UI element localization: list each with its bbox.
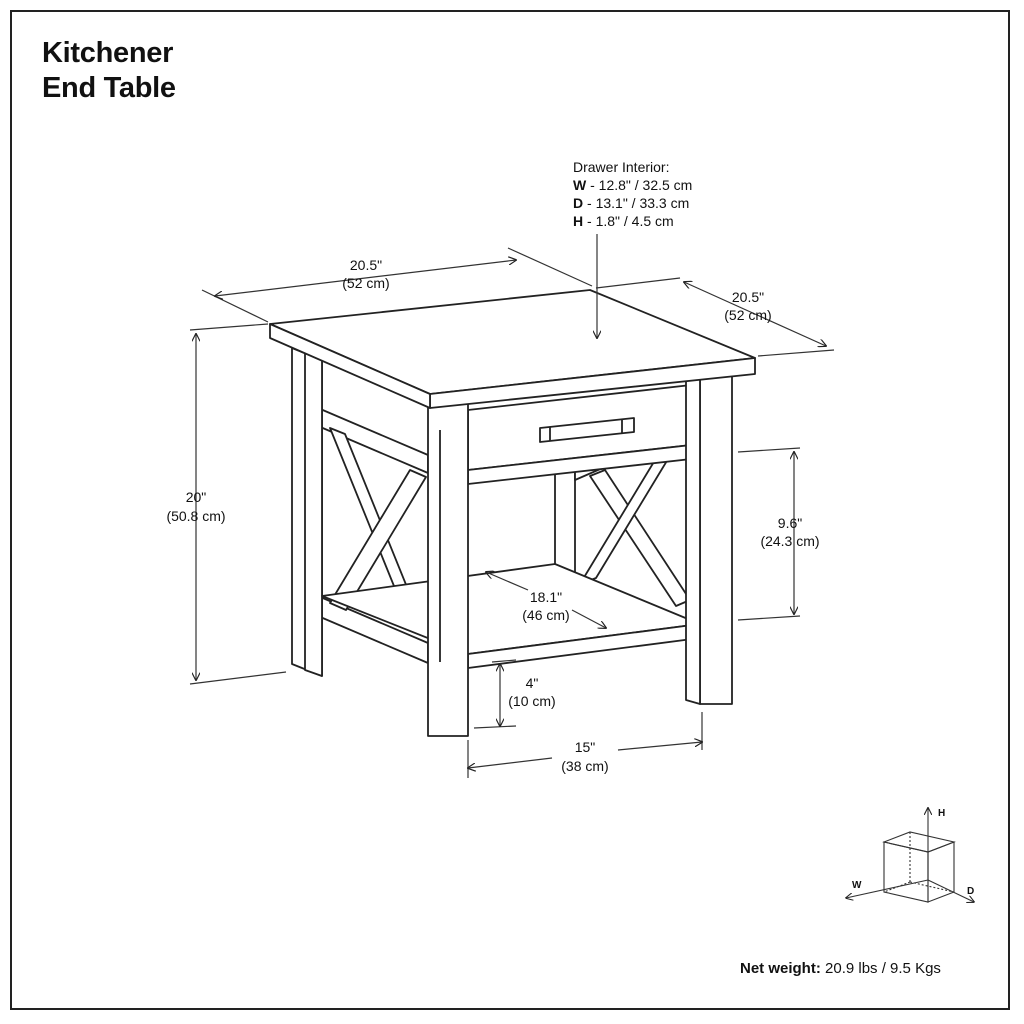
drawer-interior-w: W - 12.8" / 32.5 cm xyxy=(573,177,692,193)
depth-cm-label: (52 cm) xyxy=(724,307,771,323)
opening-ext-bottom xyxy=(737,615,801,621)
width-ext-right xyxy=(507,247,593,287)
leg-front-center xyxy=(427,403,469,737)
title-line-2: End Table xyxy=(42,72,176,104)
table-illustration xyxy=(269,289,756,737)
cube-d-axis xyxy=(927,879,974,902)
opening-ext-top xyxy=(737,447,801,453)
width-cm-label: (52 cm) xyxy=(342,275,389,291)
axis-w-label: W xyxy=(852,880,862,891)
shelf-dim-line-left xyxy=(486,572,529,591)
height-cm-label: (50.8 cm) xyxy=(166,508,225,524)
cube-side xyxy=(927,841,955,903)
span-inch-label: 15" xyxy=(575,739,596,755)
net-weight: Net weight: 20.9 lbs / 9.5 Kgs xyxy=(740,960,941,977)
product-title: Kitchener End Table xyxy=(42,36,176,106)
width-dim-line xyxy=(215,260,516,296)
cube-top xyxy=(882,831,956,853)
clearance-cm-label: (10 cm) xyxy=(508,693,555,709)
depth-ext-bottom xyxy=(757,349,835,357)
span-cm-label: (38 cm) xyxy=(561,758,608,774)
width-inch-label: 20.5" xyxy=(350,257,382,273)
depth-ext-top xyxy=(595,277,681,289)
depth-inch-label: 20.5" xyxy=(732,289,764,305)
shelf-inch-label: 18.1" xyxy=(530,589,562,605)
width-ext-left xyxy=(201,289,269,323)
leg-left-front-side xyxy=(304,351,323,677)
depth-dim-line xyxy=(684,282,826,346)
span-dim-line-right xyxy=(617,742,702,751)
net-weight-value: 20.9 lbs / 9.5 Kgs xyxy=(820,960,941,977)
left-x-brace-b xyxy=(329,469,427,611)
height-ext-bottom xyxy=(189,671,287,685)
cube-w-axis xyxy=(846,879,929,898)
cube-hidden-edge-b xyxy=(909,881,955,893)
span-dim-line-left xyxy=(468,757,553,768)
title-line-1: Kitchener xyxy=(42,37,174,69)
dimension-labels: 20.5" (52 cm) 20.5" (52 cm) 20" (50.8 cm… xyxy=(166,159,819,774)
clearance-ext-bottom xyxy=(473,725,517,729)
drawer-interior-d: D - 13.1" / 33.3 cm xyxy=(573,195,689,211)
drawer-interior-h: H - 1.8" / 4.5 cm xyxy=(573,213,674,229)
leg-front-right-side xyxy=(685,373,701,705)
net-weight-label: Net weight: xyxy=(740,960,821,977)
clearance-ext-top xyxy=(491,659,517,663)
shelf-cm-label: (46 cm) xyxy=(522,607,569,623)
dimension-lines xyxy=(189,234,835,778)
tabletop-left-edge xyxy=(269,323,431,409)
shelf-dim-line-right xyxy=(571,609,606,628)
opening-cm-label: (24.3 cm) xyxy=(760,533,819,549)
opening-inch-label: 9.6" xyxy=(778,515,802,531)
axis-d-label: D xyxy=(967,886,974,897)
axis-h-label: H xyxy=(938,808,945,819)
clearance-inch-label: 4" xyxy=(526,675,539,691)
height-ext-top xyxy=(189,323,269,331)
leg-front-right xyxy=(699,373,733,705)
drawer-interior-heading: Drawer Interior: xyxy=(573,159,669,175)
height-inch-label: 20" xyxy=(186,489,207,505)
drawer-handle xyxy=(539,417,635,443)
diagram-frame xyxy=(10,10,1010,1010)
orientation-cube-icon xyxy=(846,808,974,902)
